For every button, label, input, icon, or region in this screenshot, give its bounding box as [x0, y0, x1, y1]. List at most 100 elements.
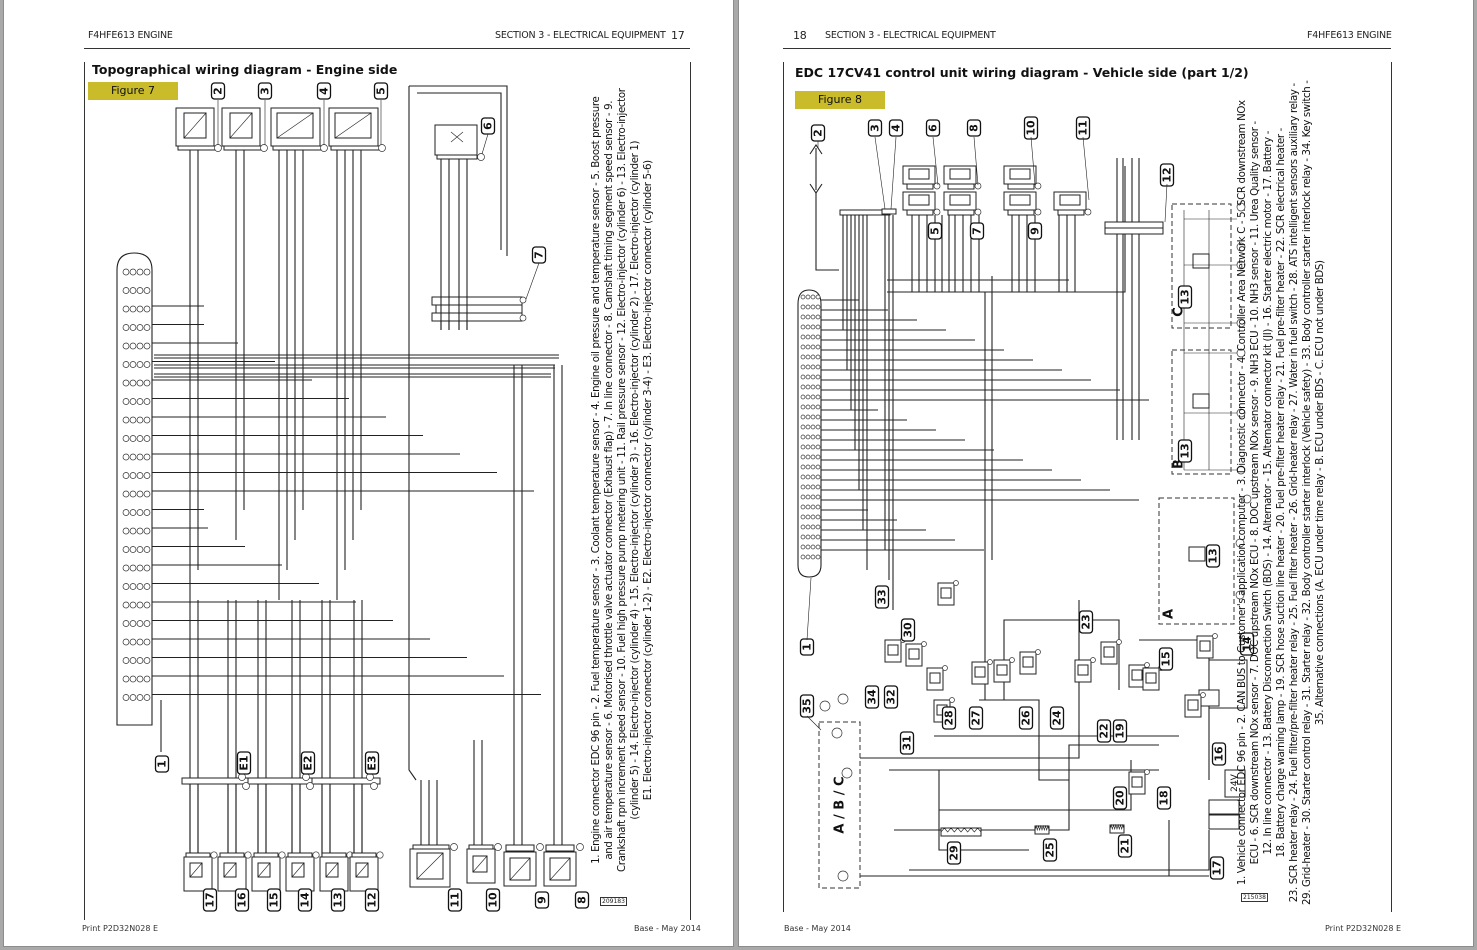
component-label-34: 34 — [864, 685, 880, 709]
caption-line: 1. Vehicle connector EDC 96 pin - 2. CAN… — [1237, 100, 1248, 886]
frame-left — [84, 62, 85, 920]
component-label-7: 7 — [531, 246, 547, 264]
svg-text:E1: E1 — [238, 755, 251, 770]
relay — [884, 637, 906, 663]
svg-text:14: 14 — [299, 892, 312, 908]
svg-text:13: 13 — [1207, 548, 1220, 563]
component-label-12: 12 — [1159, 163, 1175, 187]
ecu-module — [902, 165, 941, 190]
alt-box-label-C: C — [1172, 307, 1187, 317]
electro-injector — [285, 851, 320, 892]
component-label-35: 35 — [799, 694, 815, 718]
component-label-1: 1 — [154, 755, 170, 773]
header-section: SECTION 3 - ELECTRICAL EQUIPMENT — [495, 30, 666, 41]
component-label-1: 1 — [799, 638, 815, 656]
svg-text:17: 17 — [204, 892, 217, 907]
component-label-15: 15 — [266, 888, 282, 912]
alt-box-label-B: B — [1172, 459, 1187, 469]
svg-text:9: 9 — [536, 896, 549, 904]
alternative-box-A — [1158, 497, 1235, 625]
relay — [905, 641, 927, 667]
component-label-2: 2 — [810, 124, 826, 142]
component-label-22: 22 — [1096, 719, 1112, 743]
svg-text:23: 23 — [1080, 614, 1093, 629]
component-label-27: 27 — [968, 706, 984, 730]
svg-text:18: 18 — [1158, 790, 1171, 805]
component-label-7: 7 — [969, 222, 985, 240]
component-label-16: 16 — [1211, 742, 1227, 766]
sensor-5 — [328, 107, 381, 151]
ecu-module — [1003, 165, 1042, 190]
figure-code-stamp: 215038 — [1241, 893, 1268, 902]
component-label-29: 29 — [946, 841, 962, 865]
svg-text:29: 29 — [948, 845, 961, 860]
caption-line: 1. Engine connector EDC 96 pin - 2. Fuel… — [591, 96, 602, 864]
caption-line: 29. Grid-heater - 30. Starter control re… — [1302, 80, 1313, 905]
component-label-8: 8 — [966, 119, 982, 137]
relay — [1100, 639, 1122, 665]
svg-text:32: 32 — [885, 689, 898, 704]
component-label-13: 13 — [1177, 439, 1193, 463]
component-label-11: 11 — [447, 888, 463, 912]
svg-text:15: 15 — [268, 892, 281, 907]
header-engine-model: F4HFE613 ENGINE — [88, 30, 173, 41]
svg-text:13: 13 — [332, 892, 345, 907]
component-label-21: 21 — [1117, 834, 1133, 858]
rail-pressure-sensor-11 — [409, 843, 458, 888]
page-number: 18 — [793, 29, 807, 42]
component-label-26: 26 — [1018, 706, 1034, 730]
footer-date: Base - May 2014 — [784, 924, 851, 933]
svg-text:12: 12 — [1161, 167, 1174, 182]
svg-text:2: 2 — [812, 129, 825, 137]
vehicle-connector-1 — [797, 289, 822, 578]
component-label-14: 14 — [1239, 632, 1255, 656]
svg-text:5: 5 — [375, 87, 388, 95]
svg-text:1: 1 — [156, 760, 169, 768]
svg-text:35: 35 — [801, 698, 814, 713]
figure-8-caption: 1. Vehicle connector EDC 96 pin - 2. CAN… — [1236, 80, 1327, 905]
svg-text:4: 4 — [318, 87, 331, 95]
component-label-8: 8 — [574, 891, 590, 909]
component-label-32: 32 — [883, 685, 899, 709]
svg-text:1: 1 — [801, 643, 814, 651]
svg-text:11: 11 — [1077, 120, 1090, 135]
svg-text:34: 34 — [866, 689, 879, 705]
alt-box-label-A: A — [1162, 609, 1177, 619]
can-bus-arrow — [809, 144, 823, 194]
caption-line: 23. SCR heater relay - 24. Fuel filter/p… — [1289, 83, 1300, 903]
electro-injector — [319, 851, 354, 892]
svg-text:3: 3 — [869, 124, 882, 132]
component-label-15: 15 — [1158, 647, 1174, 671]
svg-text:E2: E2 — [302, 755, 315, 770]
heater-resistor — [1034, 824, 1050, 835]
ecu-module — [902, 191, 941, 216]
electro-injector — [349, 851, 384, 892]
sensor-2 — [175, 107, 217, 151]
relay — [971, 659, 993, 685]
svg-text:26: 26 — [1020, 710, 1033, 726]
page-title: Topographical wiring diagram - Engine si… — [92, 62, 398, 77]
component-label-19: 19 — [1112, 719, 1128, 743]
svg-text:5: 5 — [929, 227, 942, 235]
svg-text:20: 20 — [1114, 790, 1127, 806]
svg-text:17: 17 — [1211, 860, 1224, 875]
footer-print-code: Print P2D32N028 E — [82, 924, 159, 933]
component-label-12: 12 — [364, 888, 380, 912]
caption-line: ECU - 6. SCR downstream NOx sensor - 7. … — [1250, 121, 1261, 865]
metering-unit-10 — [466, 843, 502, 884]
svg-text:14: 14 — [1241, 636, 1254, 652]
header-rule — [84, 48, 690, 49]
caption-line: and air temperature sensor - 6. Motorise… — [604, 100, 615, 860]
svg-text:12: 12 — [366, 892, 379, 907]
svg-text:21: 21 — [1119, 838, 1132, 853]
injector-connector-bar — [181, 773, 381, 790]
abc-block — [818, 721, 861, 889]
component-label-4: 4 — [316, 82, 332, 100]
camshaft-sensor-8 — [543, 843, 584, 887]
svg-text:7: 7 — [533, 251, 546, 259]
component-label-3: 3 — [867, 119, 883, 137]
svg-text:13: 13 — [1179, 289, 1192, 304]
component-label-24: 24 — [1049, 706, 1065, 730]
component-label-11: 11 — [1075, 116, 1091, 140]
